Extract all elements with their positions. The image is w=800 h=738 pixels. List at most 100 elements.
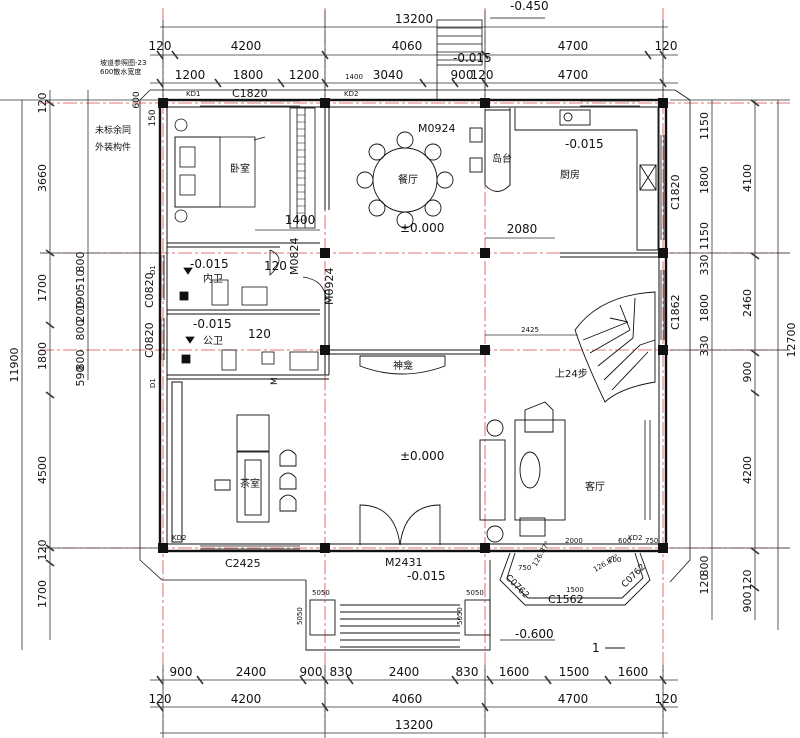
dim-text: 3660 bbox=[36, 164, 49, 192]
room-label-tea: 茶室 bbox=[240, 477, 260, 490]
door-m2431: M2431 bbox=[385, 556, 423, 569]
door-m-public: M bbox=[270, 377, 280, 385]
dim-text: 900 bbox=[451, 68, 474, 82]
label-kd2-br: KD2 bbox=[628, 534, 642, 542]
dim-text: 600 bbox=[132, 91, 142, 108]
dim-text: 4060 bbox=[392, 39, 423, 53]
right-total-dimension: 12700 bbox=[785, 323, 798, 358]
room-label-inner-bath: 内卫 bbox=[203, 272, 223, 285]
level-outside: -0.600 bbox=[515, 627, 554, 641]
porch-dim-vert-left: 5050 bbox=[296, 607, 304, 625]
dim-text: 4200 bbox=[741, 456, 754, 484]
top-entry-steps bbox=[436, 17, 545, 100]
entrance-door bbox=[359, 504, 441, 546]
dim-text: 1600 bbox=[618, 665, 649, 679]
dim-text: 4700 bbox=[558, 692, 589, 706]
dining-table bbox=[356, 131, 454, 229]
staircase bbox=[574, 291, 656, 403]
dim-2080: 2080 bbox=[507, 222, 538, 236]
window-c2425: C2425 bbox=[225, 557, 261, 570]
dim-text: 830 bbox=[330, 665, 353, 679]
windows bbox=[160, 100, 665, 550]
room-label-island: 岛台 bbox=[492, 152, 512, 165]
dim-text: 1600 bbox=[499, 665, 530, 679]
dim-text: 2460 bbox=[741, 289, 754, 317]
dim-text: 2400 bbox=[389, 665, 420, 679]
level-entry: -0.015 bbox=[407, 569, 446, 583]
dim-text: 1150 bbox=[698, 222, 711, 250]
dim-text: 590 bbox=[74, 366, 87, 387]
dim-text: 4100 bbox=[741, 164, 754, 192]
label-kd1: KD1 bbox=[186, 90, 200, 98]
left-major-dimensions: 120 3660 1700 1800 4500 120 1700 bbox=[36, 93, 49, 609]
inner-bath-fixtures bbox=[179, 249, 280, 306]
dim-750-a: 750 bbox=[645, 537, 658, 545]
dim-text: 150 bbox=[148, 109, 158, 126]
level-upper-mid: -0.015 bbox=[453, 51, 492, 65]
dim-200: 200 bbox=[608, 556, 621, 564]
right-minor-dimensions: 1150 1800 1150 330 1800 330 800 120 bbox=[698, 112, 711, 595]
door-m0824: M0824 bbox=[288, 238, 301, 276]
dim-text: 830 bbox=[456, 665, 479, 679]
note-ramp: 坡道参照图-23 bbox=[100, 58, 146, 67]
dim-text: 4700 bbox=[558, 68, 589, 82]
window-c1820-right: C1820 bbox=[669, 174, 682, 210]
dim-text: 900 bbox=[741, 362, 754, 383]
porch bbox=[305, 560, 491, 651]
door-d1-b: D1 bbox=[149, 378, 157, 388]
note-apron: 600散水宽度 bbox=[100, 67, 141, 76]
bedroom-furniture bbox=[174, 107, 316, 229]
window-c1562: C1562 bbox=[548, 593, 584, 606]
dim-120-a: 120 bbox=[264, 259, 287, 273]
wardrobe-hatch bbox=[297, 114, 305, 221]
dim-text: 510 bbox=[74, 270, 87, 291]
door-d1-a: D1 bbox=[149, 265, 157, 275]
dim-text: 120 bbox=[471, 68, 494, 82]
dim-750-b: 750 bbox=[518, 564, 531, 572]
door-m0924-top: M0924 bbox=[418, 122, 456, 135]
exterior-walls bbox=[139, 89, 691, 583]
room-label-stairs: 上24步 bbox=[555, 368, 588, 380]
dim-text: 4500 bbox=[36, 456, 49, 484]
dim-120-b: 120 bbox=[248, 327, 271, 341]
kitchen-island bbox=[469, 109, 511, 192]
dim-text: 1800 bbox=[698, 294, 711, 322]
dim-text: 1800 bbox=[698, 166, 711, 194]
dim-text: 190 bbox=[74, 290, 87, 311]
porch-dim-vert-right: 5050 bbox=[456, 607, 464, 625]
note-unmarked: 未标余同 bbox=[95, 124, 131, 136]
dim-text: 4060 bbox=[392, 692, 423, 706]
left-dimension-lines bbox=[0, 90, 160, 650]
dim-text: 120 bbox=[698, 574, 711, 595]
bottom-segment-dimensions: 120 4200 4060 4700 120 bbox=[149, 692, 678, 706]
bottom-sub-dimensions: 900 2400 900 830 2400 830 1600 1500 1600 bbox=[170, 665, 649, 679]
dim-text: 800 bbox=[698, 556, 711, 577]
dim-text: 1700 bbox=[36, 274, 49, 302]
door-m0924-bath: M0924 bbox=[323, 268, 336, 306]
dim-600: 600 bbox=[618, 537, 631, 545]
kitchen-counter bbox=[514, 108, 659, 251]
bottom-total-dimension: 13200 bbox=[395, 718, 433, 732]
room-label-living: 客厅 bbox=[585, 480, 605, 493]
dim-text: 120 bbox=[36, 540, 49, 561]
room-label-kitchen: 厨房 bbox=[560, 168, 580, 181]
dim-text: 4200 bbox=[231, 39, 262, 53]
level-kitchen: -0.015 bbox=[565, 137, 604, 151]
window-c1820-top: C1820 bbox=[232, 87, 268, 100]
right-dimension-lines bbox=[670, 99, 790, 630]
dim-text: 3040 bbox=[373, 68, 404, 82]
dim-text: 900 bbox=[170, 665, 193, 679]
window-c0820-b: C0820 bbox=[143, 322, 156, 358]
dim-text: 120 bbox=[655, 39, 678, 53]
top-segment-dimensions: 120 4200 4060 4700 120 bbox=[149, 39, 678, 53]
top-dimension-lines bbox=[150, 10, 678, 100]
dim-text: 1200 bbox=[175, 68, 206, 82]
tea-room-furniture bbox=[214, 414, 297, 523]
shrine bbox=[359, 355, 446, 375]
dim-2000: 2000 bbox=[565, 537, 583, 545]
dim-text: 1500 bbox=[559, 665, 590, 679]
dim-text: 1150 bbox=[698, 112, 711, 140]
level-public-bath: -0.015 bbox=[193, 317, 232, 331]
right-major-dimensions: 4100 2460 900 4200 120 900 bbox=[741, 164, 754, 613]
room-label-public-bath: 公卫 bbox=[203, 336, 223, 347]
